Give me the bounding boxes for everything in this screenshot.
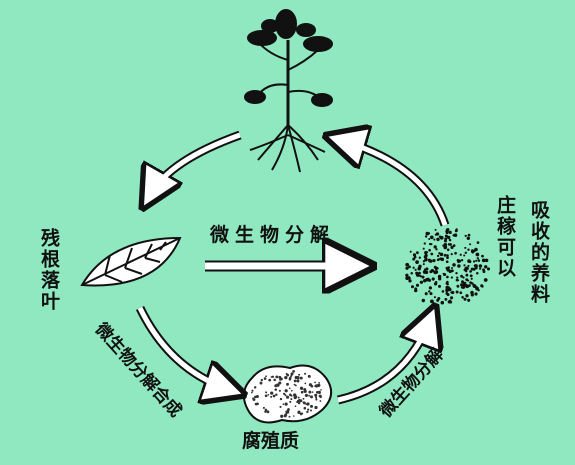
humus-icon — [242, 364, 333, 424]
leaf-icon — [80, 236, 182, 287]
left-residue-label: 残根落叶 — [37, 228, 60, 312]
nutrient-dots-icon — [405, 228, 491, 305]
center-top-label: 微生物分解 — [210, 224, 336, 246]
right-nutrient-label-a: 庄稼可以 — [493, 195, 516, 279]
plant-icon — [244, 9, 333, 173]
humus-label: 腐殖质 — [242, 430, 300, 452]
right-nutrient-label-b: 吸收的养料 — [527, 200, 550, 305]
cycle-arrows — [135, 135, 450, 400]
